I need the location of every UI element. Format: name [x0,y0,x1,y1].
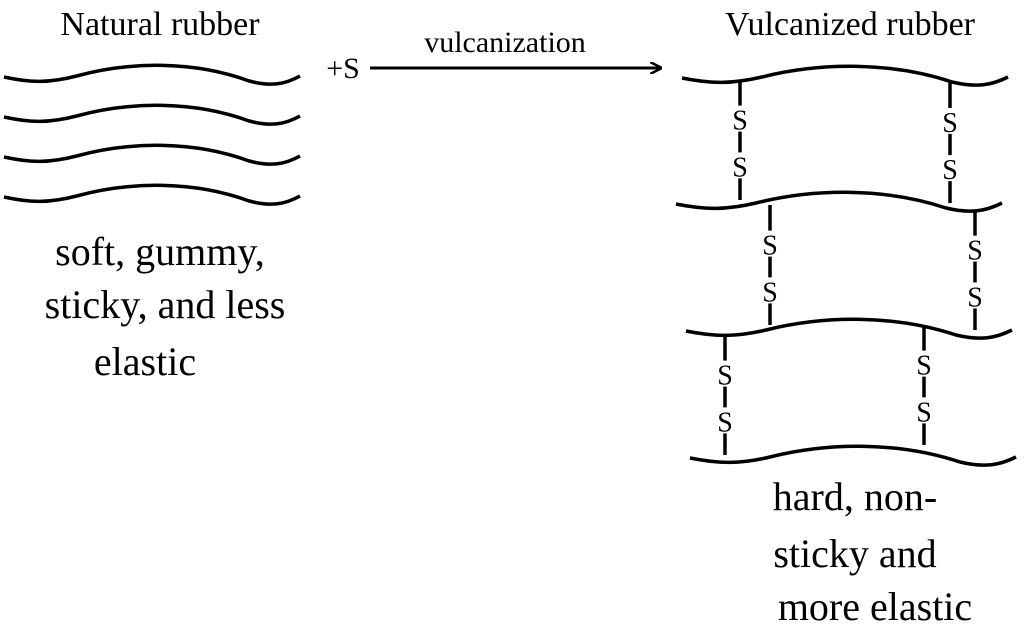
sulfur-atom-label: S [967,236,983,267]
natural-rubber-description-line-3: elastic [94,339,196,384]
sulfur-atom-label: S [732,106,748,137]
vulcanized-rubber-title: Vulcanized rubber [725,6,976,43]
sulfur-atom-label: S [732,152,748,183]
disulfide-crosslink: SS [916,325,932,445]
disulfide-crosslink: SS [967,210,983,330]
polymer-chain [3,183,301,206]
disulfide-crosslink: SS [942,82,958,203]
sulfur-atom-label: S [916,351,932,382]
natural-rubber-description-line-1: soft, gummy, [55,229,265,274]
sulfur-atom-label: S [942,155,958,186]
sulfur-reagent: +S [326,52,360,85]
sulfur-atom-label: S [967,282,983,313]
vulcanization-label: vulcanization [424,26,586,59]
sulfur-atom-label: S [916,397,932,428]
natural-rubber-description-line-2: sticky, and less [45,282,286,327]
sulfur-atom-label: S [717,361,733,392]
polymer-chain [689,444,1017,467]
vulcanized-rubber-description-line-1: hard, non- [773,474,937,519]
sulfur-atom-label: S [762,231,778,262]
vulcanized-rubber-description-line-3: more elastic [778,584,972,629]
polymer-chain [3,63,301,86]
natural-rubber-chains [3,63,301,206]
sulfur-atom-label: S [762,277,778,308]
disulfide-crosslink: SS [762,205,778,325]
sulfur-atom-label: S [942,108,958,139]
polymer-chain [3,103,301,126]
vulcanized-rubber-description-line-2: sticky and [773,531,936,576]
polymer-chain [675,190,1003,213]
disulfide-crosslink: SS [732,80,748,200]
sulfur-atom-label: S [717,407,733,438]
disulfide-crosslink: SS [717,335,733,455]
polymer-chain [3,143,301,166]
polymer-chain [685,317,1013,340]
natural-rubber-title: Natural rubber [60,6,260,43]
polymer-chain [681,64,1009,87]
